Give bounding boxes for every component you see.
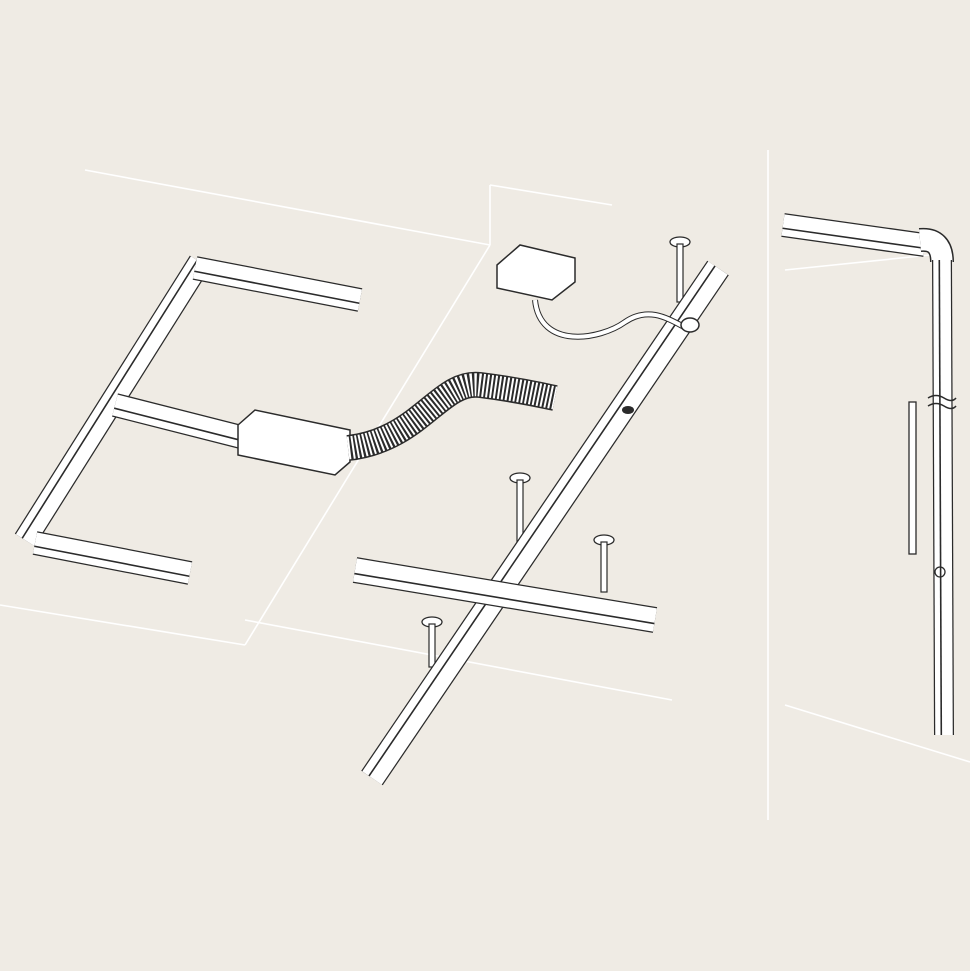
end-cap-screw (934, 566, 946, 578)
wall-corner-track-system (781, 213, 957, 736)
track-main-slot (21, 259, 198, 539)
cable-gland (680, 317, 700, 333)
track-cross (353, 558, 657, 632)
mounting-hole (622, 406, 634, 414)
track-long (362, 261, 728, 785)
ceiling-track-system-left (14, 255, 558, 585)
track-bottom-arm-slot (34, 545, 190, 578)
corner-bend (919, 229, 953, 263)
track-wall-vertical (933, 259, 953, 736)
suspension-rod (600, 541, 608, 593)
track-bottom-arm (32, 532, 193, 584)
guide-line (784, 704, 970, 763)
flexible-connector (346, 373, 558, 460)
break-marker (927, 394, 957, 410)
junction-box (496, 244, 576, 301)
power-cable (533, 299, 691, 339)
track-wall-vertical-slot (938, 260, 943, 736)
track-long-slot (368, 265, 716, 777)
track-main (15, 256, 210, 546)
suspended-track-system (352, 236, 729, 786)
spare-track-section (908, 401, 917, 555)
track-middle-arm-slot (113, 407, 245, 442)
suspension-rod (676, 243, 684, 303)
track-top-arm-slot (194, 270, 360, 305)
guide-line (489, 184, 613, 206)
suspension-rod (428, 623, 436, 668)
track-top-arm (192, 257, 363, 311)
track-cross-slot (354, 572, 655, 625)
track-middle-arm (112, 394, 248, 449)
driver-box (237, 409, 351, 476)
track-wall-horizontal-slot (782, 227, 925, 250)
guide-line (784, 254, 931, 271)
guide-line (84, 169, 491, 246)
guide-line (0, 604, 246, 646)
track-wall-horizontal (781, 214, 927, 256)
